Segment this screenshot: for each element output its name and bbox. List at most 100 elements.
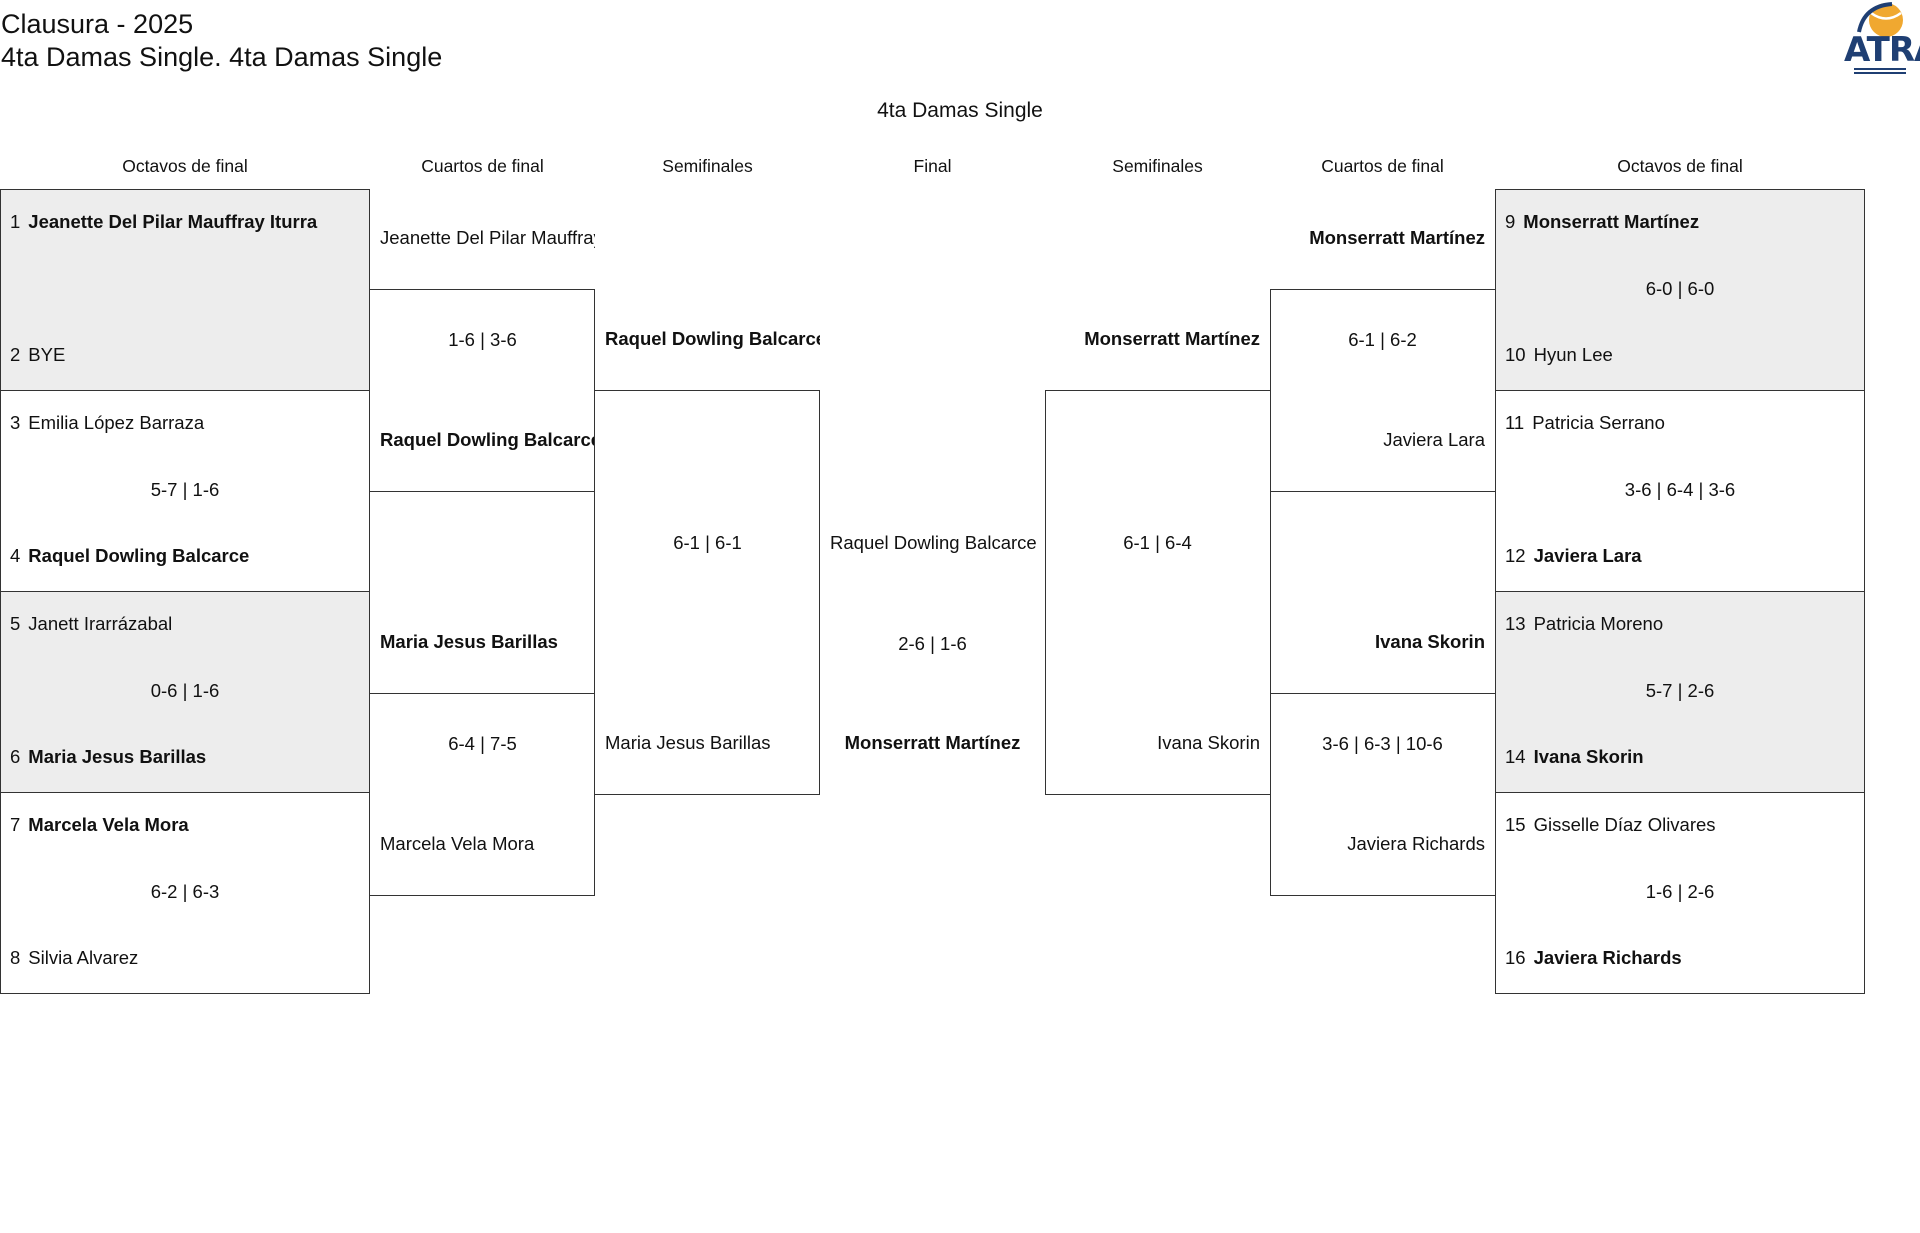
player-name: Maria Jesus Barillas [605,732,771,753]
match-score: 5-7 | 2-6 [1645,680,1715,701]
match-score: 1-6 | 2-6 [1645,881,1715,902]
player-name: Ivana Skorin [1533,746,1644,767]
player-entry: 8 Silvia Alvarez [10,946,365,970]
logo-text: ATRA [1844,30,1920,70]
seed-number: 9 [1505,211,1516,232]
round-header-final: Final [913,156,952,176]
player-name: Monserratt Martínez [1309,227,1485,248]
player-name: Maria Jesus Barillas [380,631,558,652]
player-entry: 12 Javiera Lara [1505,544,1860,568]
player-entry: 16 Javiera Richards [1505,946,1860,970]
category-subtitle: 4ta Damas Single. 4ta Damas Single [1,42,443,72]
player-entry: 3 Emilia López Barraza [10,411,365,435]
player-name: Raquel Dowling Balcarce [380,429,595,450]
round-header-left-sf: Semifinales [662,156,753,176]
player-entry: 9 Monserratt Martínez [1505,210,1860,234]
player-name: Jeanette Del Pilar Mauffray Iturra [28,211,318,232]
match-score: 2-6 | 1-6 [898,633,967,654]
seed-number: 2 [10,344,21,365]
player-name: Javiera Richards [1347,833,1485,854]
tennis-ball-icon [1857,2,1903,37]
player-entry: 7 Marcela Vela Mora [10,813,365,837]
player-name: Ivana Skorin [1374,631,1485,652]
match-score: 6-1 | 6-4 [1123,532,1192,553]
match-box [1270,289,1496,492]
player-name: Raquel Dowling Balcarce [830,532,1037,553]
seed-number: 5 [10,613,21,634]
seed-number: 4 [10,545,21,566]
match-score: 6-1 | 6-1 [673,532,742,553]
bracket-title: 4ta Damas Single [877,99,1043,122]
match-box [1270,693,1496,896]
match-score: 6-4 | 7-5 [448,733,517,754]
match-score: 5-7 | 1-6 [150,479,220,500]
player-name: Javiera Lara [1383,429,1485,450]
round-header-left-qf: Cuartos de final [421,156,544,176]
match-box [369,693,595,896]
player-name: Marcela Vela Mora [28,814,189,835]
match-box [0,591,370,793]
match-score: 6-0 | 6-0 [1645,278,1715,299]
round-header-right-qf: Cuartos de final [1321,156,1444,176]
seed-number: 1 [10,211,21,232]
seed-number: 14 [1505,746,1526,767]
logo-fine-print-line [1854,68,1906,70]
match-box [0,189,370,391]
player-name: Ivana Skorin [1157,732,1260,753]
player-entry: 2 BYE [10,343,365,367]
player-entry: 13 Patricia Moreno [1505,612,1860,636]
player-name: Raquel Dowling Balcarce [28,545,250,566]
match-score: 6-2 | 6-3 [150,881,220,902]
atra-logo: ATRA [1840,0,1920,82]
player-entry: 15 Gisselle Díaz Olivares [1505,813,1860,837]
player-name: Hyun Lee [1533,344,1613,365]
tournament-title: Clausura - 2025 [1,9,194,39]
seed-number: 3 [10,412,21,433]
seed-number: 12 [1505,545,1526,566]
player-name: Jeanette Del Pilar Mauffray Iturra [380,227,595,248]
player-entry: 1 Jeanette Del Pilar Mauffray Iturra [10,210,365,234]
player-name: Silvia Alvarez [28,947,139,968]
player-name: Monserratt Martínez [1523,211,1700,232]
seed-number: 10 [1505,344,1526,365]
player-name: Raquel Dowling Balcarce [605,328,820,349]
round-header-right-sf: Semifinales [1112,156,1203,176]
match-box [1495,792,1865,994]
match-box [1045,390,1271,795]
player-name: Javiera Richards [1533,947,1682,968]
player-entry: 4 Raquel Dowling Balcarce [10,544,365,568]
player-name: Maria Jesus Barillas [28,746,207,767]
seed-number: 7 [10,814,21,835]
seed-number: 8 [10,947,21,968]
seed-number: 6 [10,746,21,767]
seed-number: 16 [1505,947,1526,968]
match-score: 0-6 | 1-6 [150,680,220,701]
match-score: 3-6 | 6-4 | 3-6 [1624,479,1736,500]
match-score: 3-6 | 6-3 | 10-6 [1322,733,1443,754]
player-name: Monserratt Martínez [1084,328,1260,349]
player-entry: 6 Maria Jesus Barillas [10,745,365,769]
player-name: Javiera Lara [1533,545,1642,566]
player-name: Janett Irarrázabal [28,613,173,634]
player-name: Patricia Serrano [1532,412,1665,433]
seed-number: 13 [1505,613,1526,634]
player-name: BYE [28,344,66,365]
player-name: Monserratt Martínez [844,732,1021,753]
player-name: Gisselle Díaz Olivares [1533,814,1716,835]
match-box [369,289,595,492]
match-box [1495,591,1865,793]
round-header-left-r16: Octavos de final [122,156,248,176]
player-entry: 5 Janett Irarrázabal [10,612,365,636]
round-header-right-r16: Octavos de final [1617,156,1743,176]
player-name: Emilia López Barraza [28,412,205,433]
player-name: Patricia Moreno [1533,613,1664,634]
seed-number: 15 [1505,814,1526,835]
player-entry: 10 Hyun Lee [1505,343,1860,367]
match-box [1495,189,1865,391]
match-score: 1-6 | 3-6 [448,329,517,350]
match-box [594,390,820,795]
match-score: 6-1 | 6-2 [1348,329,1417,350]
player-entry: 14 Ivana Skorin [1505,745,1860,769]
logo-fine-print-line [1854,72,1906,74]
